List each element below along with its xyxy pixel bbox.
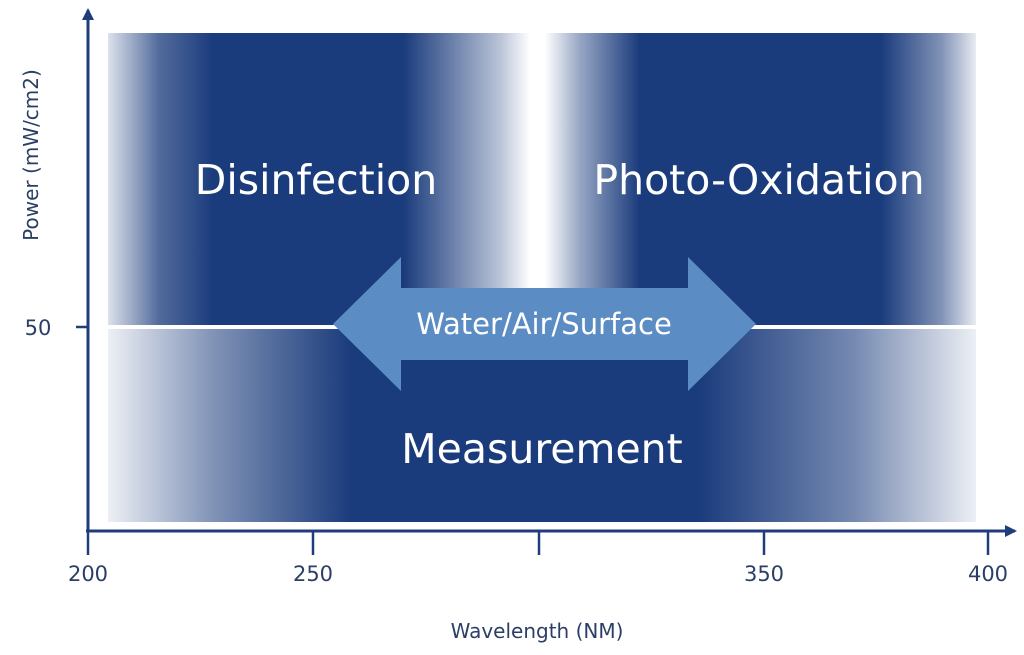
disinfection-band — [108, 33, 530, 325]
photo-oxidation-label: Photo-Oxidation — [593, 156, 924, 204]
measurement-band — [108, 329, 976, 522]
y-axis-title: Power (mW/cm2) — [19, 69, 43, 241]
x-axis-title: Wavelength (NM) — [451, 619, 624, 643]
double-arrow-icon — [333, 257, 756, 391]
x-tick-label: 250 — [293, 562, 333, 586]
y-tick-label: 50 — [25, 316, 52, 340]
x-tick-label: 400 — [968, 562, 1008, 586]
x-tick-label: 350 — [744, 562, 784, 586]
x-tick-label: 200 — [68, 562, 108, 586]
arrow-label: Water/Air/Surface — [416, 307, 672, 341]
photo-oxidation-band — [545, 33, 976, 325]
disinfection-label: Disinfection — [195, 156, 437, 204]
measurement-label: Measurement — [401, 425, 682, 473]
